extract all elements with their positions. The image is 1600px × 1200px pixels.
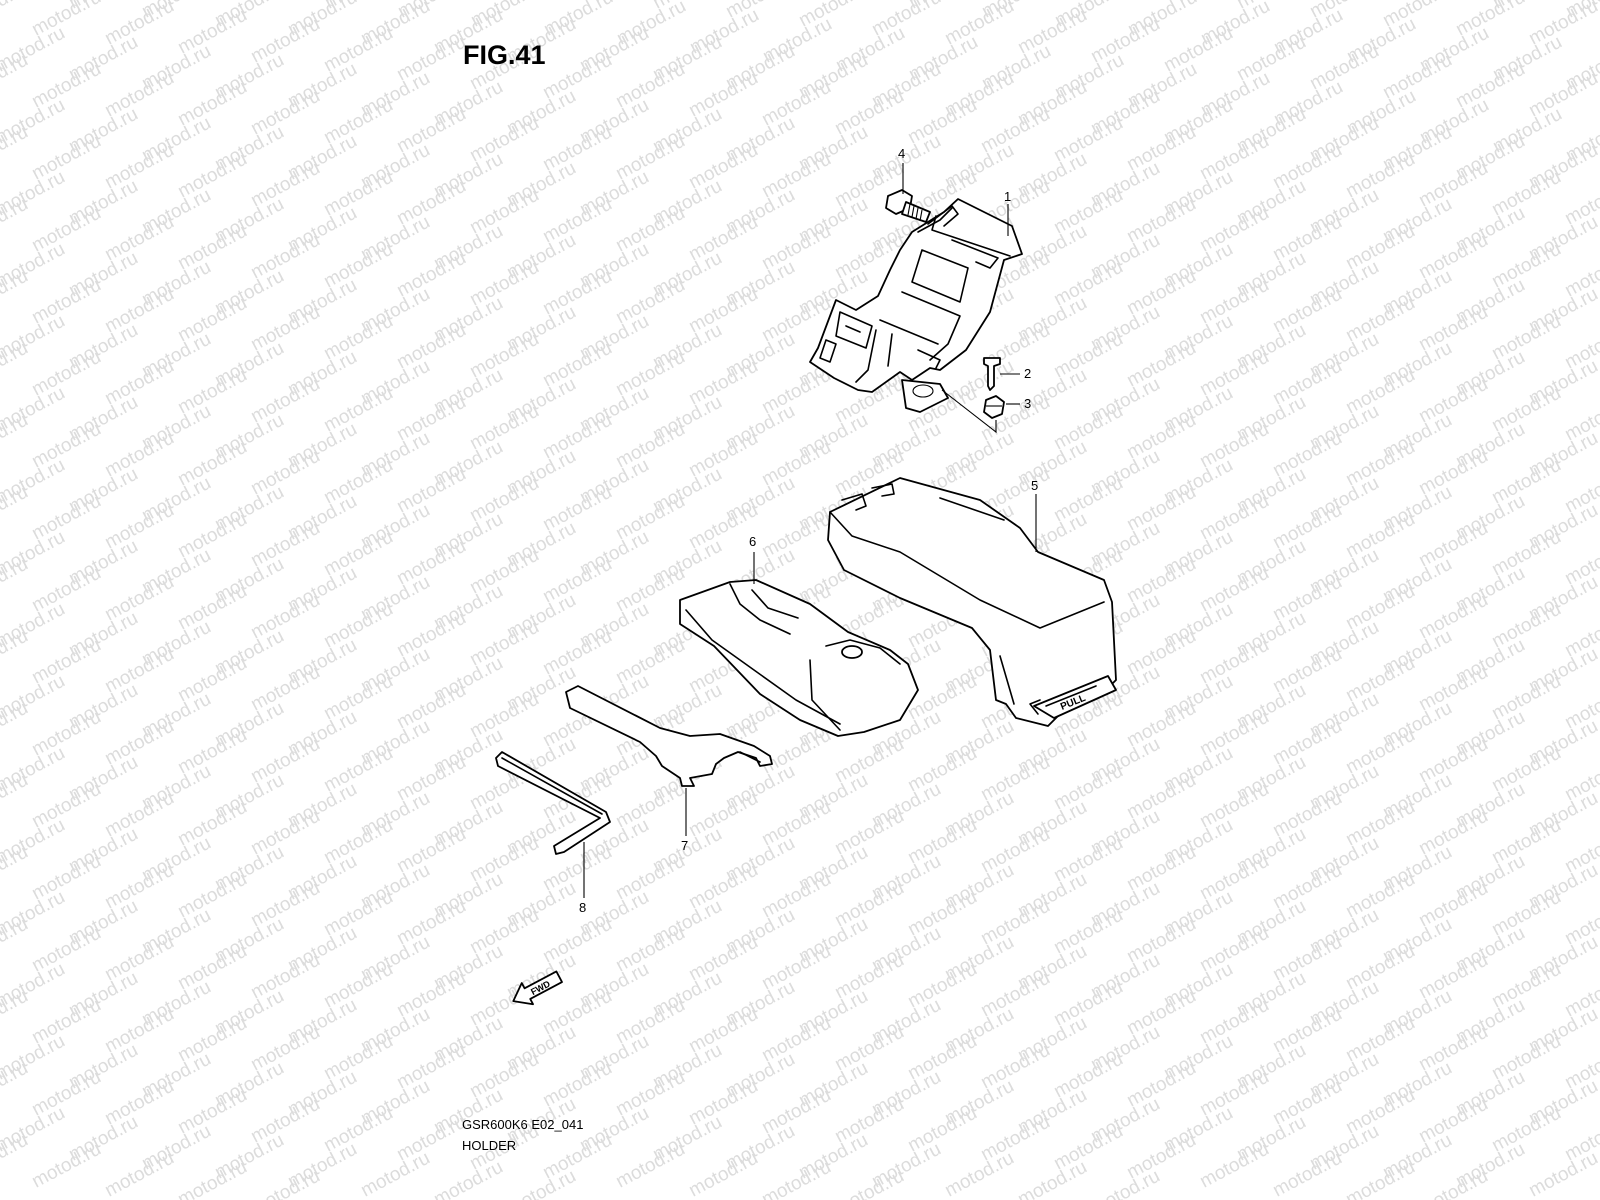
callout-3: 3 [1024,396,1031,411]
callout-numbers: 1 2 3 4 5 6 7 8 [579,146,1038,915]
drawing-name: HOLDER [462,1138,517,1153]
leader-lines [583,163,1037,898]
callout-6: 6 [749,534,756,549]
fwd-arrow-icon: FWD [512,970,563,1006]
part-pin [983,357,1001,391]
part-bolt [885,189,931,223]
callout-8: 8 [579,900,586,915]
part-hook-wrench [565,685,773,787]
part-bracket [809,198,1023,413]
callout-4: 4 [898,146,905,161]
callout-5: 5 [1031,478,1038,493]
part-nut [983,395,1005,419]
part-tray: PULL [827,477,1117,727]
part-hex-key [495,751,611,855]
drawing-code: GSR600K6 E02_041 [462,1117,584,1132]
callout-2: 2 [1024,366,1031,381]
callout-1: 1 [1004,189,1011,204]
callout-7: 7 [681,838,688,853]
figure-title: FIG.41 [463,40,546,70]
part-tool-bag [679,579,919,737]
